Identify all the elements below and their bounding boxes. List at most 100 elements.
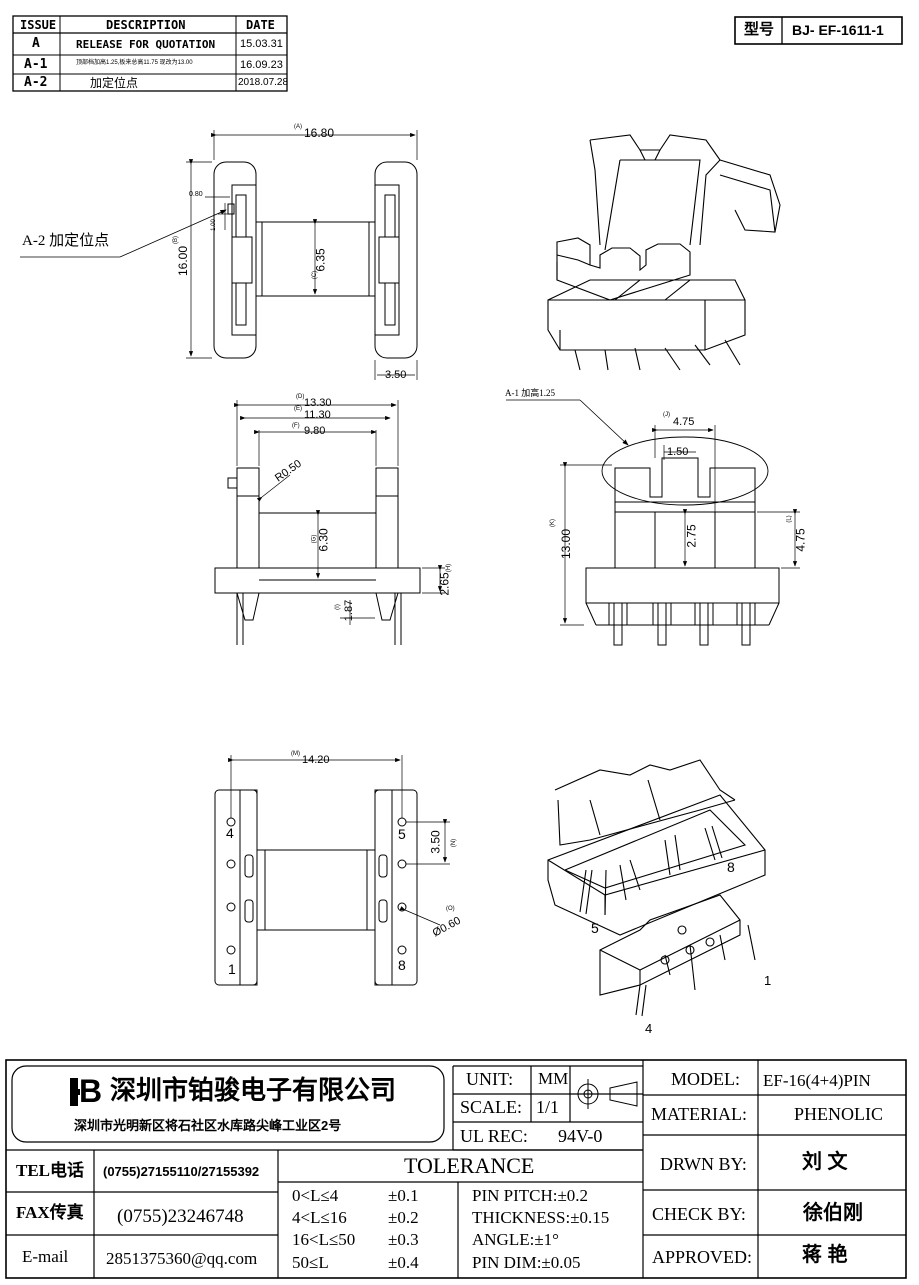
dim-tag: (D) <box>296 394 305 400</box>
email-label: E-mail <box>22 1247 69 1266</box>
revision-row-date: 2018.07.28 <box>238 77 289 88</box>
model-box-value: BJ- EF-1611-1 <box>792 22 884 38</box>
dim-value: 1.00 <box>210 219 217 231</box>
tolerance-note: THICKNESS:±0.15 <box>472 1208 610 1227</box>
revision-row-date: 16.09.23 <box>240 59 283 71</box>
pin-label: 5 <box>591 920 599 936</box>
front-view-drawing <box>214 400 445 645</box>
tolerance-value: ±0.2 <box>388 1208 419 1227</box>
pin-label: 8 <box>727 859 735 875</box>
model-label: MODEL: <box>671 1069 740 1089</box>
model-box-frame <box>734 16 903 45</box>
dim-value: 3.50 <box>428 830 443 854</box>
revision-row-issue: A-1 <box>24 57 48 72</box>
company-logo: B <box>70 1073 104 1109</box>
tolerance-note: PIN DIM:±0.05 <box>472 1253 581 1272</box>
scale-label: SCALE: <box>460 1097 523 1117</box>
dim-value: 9.80 <box>304 425 326 437</box>
pin-label: 1 <box>228 961 236 977</box>
dim-value: 6.30 <box>316 528 331 552</box>
dim-tag: (B) <box>173 236 179 244</box>
tolerance-range: 0<L≤4 <box>292 1186 339 1205</box>
revision-table-grid <box>12 15 288 92</box>
tolerance-note: ANGLE:±1° <box>472 1230 559 1249</box>
check-by-value: 徐伯刚 <box>803 1202 863 1224</box>
title-block-grid <box>5 1059 907 1279</box>
dim-tag: (C) <box>312 270 319 280</box>
tolerance-range: 16<L≤50 <box>292 1230 356 1249</box>
dim-value: 4.75 <box>673 416 695 428</box>
tel-value: (0755)27155110/27155392 <box>103 1164 260 1179</box>
drawn-by-value: 刘 文 <box>802 1151 848 1173</box>
dim-value: 13.00 <box>559 528 574 560</box>
revision-header-date: DATE <box>246 18 275 32</box>
revision-header-description: DESCRIPTION <box>106 18 186 32</box>
callout-a2: A-2 加定位点 <box>22 233 110 249</box>
dim-value: 0.80 <box>189 191 203 198</box>
dim-value: 2.65 <box>437 572 452 596</box>
pin-label: 4 <box>226 825 234 841</box>
revision-row-description: RELEASE FOR QUOTATION <box>76 38 216 51</box>
dim-value: 4.75 <box>793 528 808 552</box>
scale-value: 1/1 <box>536 1097 560 1117</box>
model-box-label: 型号 <box>744 21 775 38</box>
top-view-drawing <box>20 130 418 380</box>
callout-a1: A-1 加高1.25 <box>505 388 555 398</box>
ul-rec-value: 94V-0 <box>558 1126 603 1146</box>
dim-value: 1.87 <box>343 599 356 622</box>
dim-tag: (J) <box>663 412 670 418</box>
drawn-by-label: DRWN BY: <box>660 1154 747 1174</box>
approved-value: 蒋 艳 <box>802 1244 848 1266</box>
tolerance-range: 50≤L <box>292 1253 329 1272</box>
model-value: EF-16(4+4)PIN <box>763 1071 871 1090</box>
dim-value: 2.75 <box>684 524 699 548</box>
tolerance-range: 4<L≤16 <box>292 1208 347 1227</box>
revision-row-description: 加定位点 <box>90 76 139 90</box>
isometric-view-top <box>547 134 781 371</box>
material-label: MATERIAL: <box>651 1104 747 1124</box>
dim-value: 3.50 <box>385 369 407 381</box>
dim-tag: (L) <box>786 515 793 523</box>
revision-row-issue: A <box>32 36 40 51</box>
dim-tag: (H) <box>446 563 453 573</box>
dim-tag: (N) <box>451 838 458 848</box>
revision-header-issue: ISSUE <box>20 18 57 32</box>
revision-row-issue: A-2 <box>24 75 48 90</box>
dim-tag: (E) <box>294 406 302 412</box>
tolerance-value: ±0.1 <box>388 1186 419 1205</box>
tolerance-title: TOLERANCE <box>404 1153 535 1178</box>
dim-tag: (M) <box>291 751 300 757</box>
company-name: 深圳市铂骏电子有限公司 <box>110 1075 397 1105</box>
ul-rec-label: UL REC: <box>460 1126 528 1146</box>
company-logo-letter: B <box>79 1073 103 1109</box>
dim-tag: (K) <box>550 519 556 527</box>
approved-label: APPROVED: <box>652 1247 753 1267</box>
dim-value: 13.30 <box>304 397 332 409</box>
unit-value: MM <box>538 1069 569 1088</box>
fax-value: (0755)23246748 <box>117 1206 244 1227</box>
dim-tag: (F) <box>292 423 300 429</box>
pin-label: 1 <box>764 973 772 988</box>
tolerance-value: ±0.4 <box>388 1253 419 1272</box>
dim-value: 6.35 <box>313 248 328 272</box>
dim-value: 16.00 <box>176 245 191 277</box>
bottom-view-drawing <box>214 755 450 986</box>
dim-tag: (I) <box>334 604 341 610</box>
revision-row-description: 顶部档加高1.25,板来总高11.75 现改为13.00 <box>76 60 193 66</box>
isometric-view-bottom <box>547 759 766 1017</box>
pin-label: 8 <box>398 957 406 973</box>
dim-value: 14.20 <box>302 754 330 766</box>
pin-label: 4 <box>645 1021 653 1036</box>
company-address: 深圳市光明新区将石社区水库路尖峰工业区2号 <box>74 1118 342 1133</box>
side-view-drawing <box>506 399 800 646</box>
material-value: PHENOLIC <box>794 1104 883 1124</box>
fax-label: FAX传真 <box>16 1203 84 1222</box>
tolerance-note: PIN PITCH:±0.2 <box>472 1186 589 1205</box>
check-by-label: CHECK BY: <box>652 1204 746 1224</box>
unit-label: UNIT: <box>466 1069 514 1089</box>
tolerance-value: ±0.3 <box>388 1230 419 1249</box>
dim-value: 1.50 <box>667 446 689 458</box>
dim-value: 11.30 <box>304 409 331 421</box>
